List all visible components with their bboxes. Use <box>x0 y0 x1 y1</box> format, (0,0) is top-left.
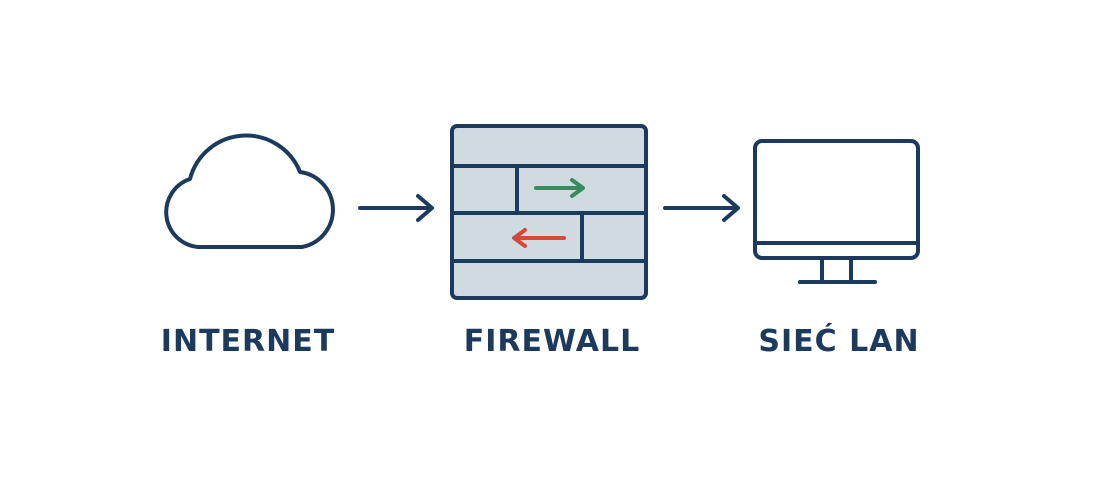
edge-firewall-to-lan <box>663 194 740 222</box>
outbound-traffic-arrow-icon <box>512 228 566 248</box>
lan-label: SIEĆ LAN <box>758 324 920 359</box>
monitor-icon <box>753 139 920 284</box>
inbound-traffic-arrow-icon <box>534 178 585 198</box>
edge-internet-to-firewall <box>358 194 434 222</box>
firewall-label: FIREWALL <box>463 324 641 359</box>
internet-label: INTERNET <box>160 324 336 359</box>
firewall-brick-wall-icon <box>450 124 648 300</box>
cloud-icon <box>164 133 335 249</box>
